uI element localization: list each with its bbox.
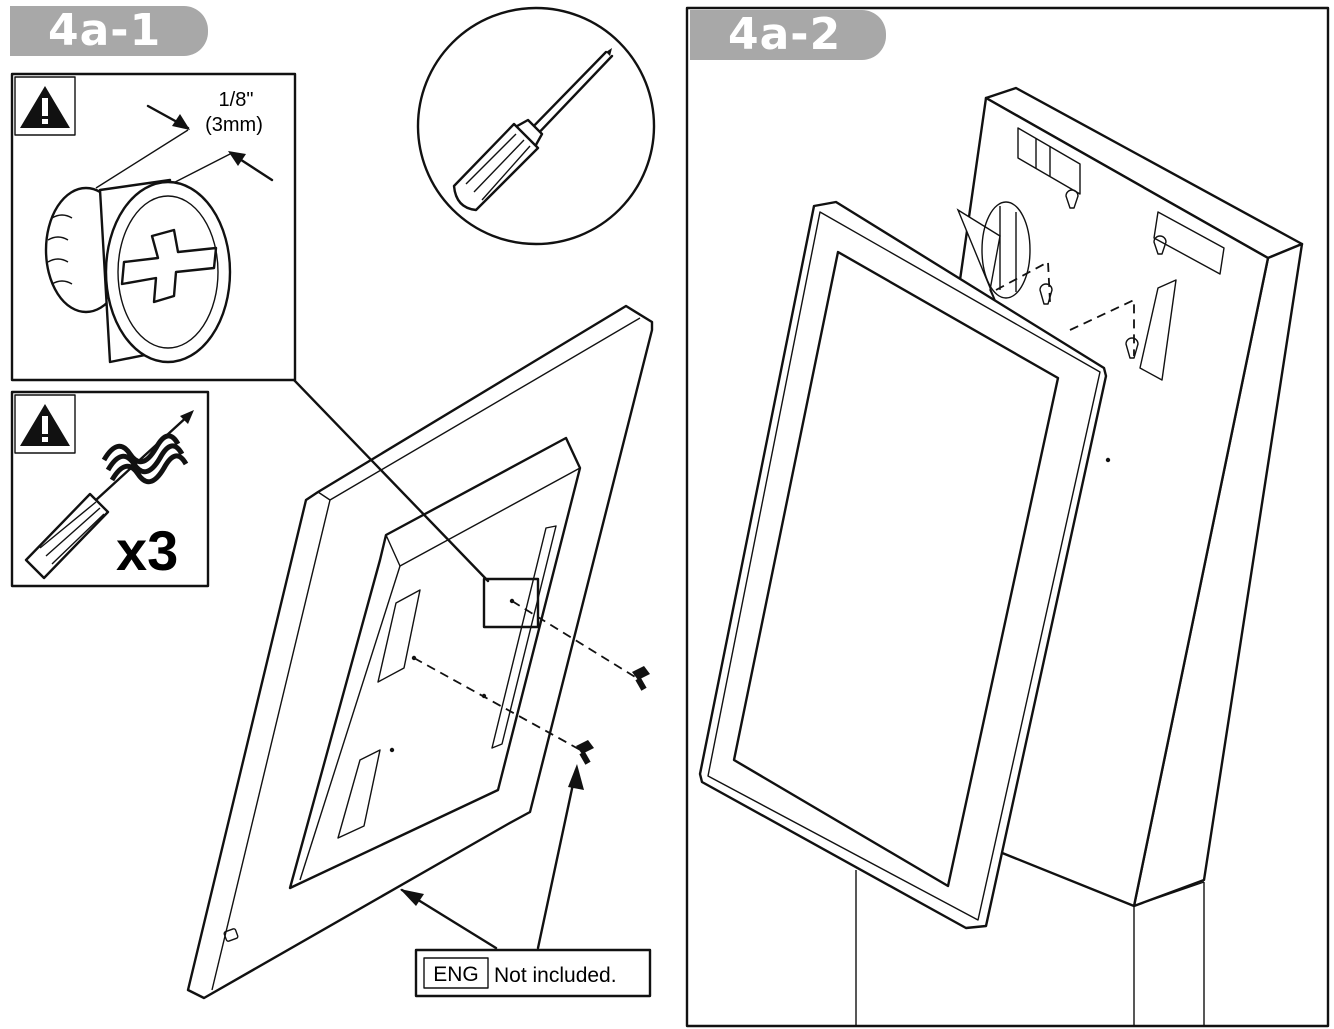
warning-icon [14,76,76,136]
power-driver-box [10,390,210,588]
not-included-text: Not included. [494,964,617,987]
detail-leader-line [292,378,490,583]
step-label-4a-2: 4a-2 [690,10,886,60]
back-plate [186,304,654,1000]
not-included-note [414,948,652,998]
step-label-4a-1: 4a-1 [10,6,208,56]
screwdriver-icon [452,48,614,212]
warning-icon [14,394,76,454]
screw-detail-box [10,72,297,382]
kiosk-stand [855,86,1304,1026]
language-code: ENG [433,963,479,986]
dimension-fraction-label: 1/8" [219,89,254,111]
screw-icon [632,666,650,691]
screw-closeup [44,178,232,364]
dimension-metric-label: (3mm) [205,114,263,136]
spring-icon [94,410,194,502]
screwdriver-tool-circle [416,6,656,246]
screw-count-label: x3 [116,519,178,582]
panel-4a-2-frame [685,6,1330,1028]
screwdriver-icon [24,492,110,580]
screw-icon [576,740,594,765]
display-screen [698,200,1108,930]
detail-callout-box [482,577,540,629]
